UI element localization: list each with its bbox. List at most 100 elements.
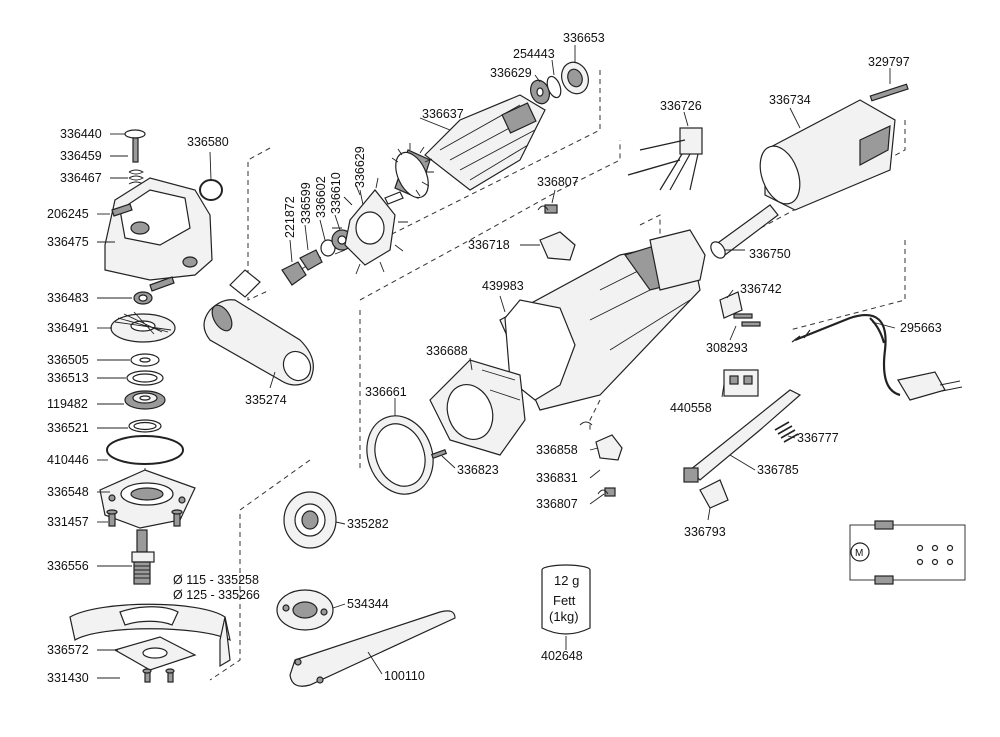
armature bbox=[384, 94, 546, 205]
pinion-gear bbox=[281, 249, 323, 286]
label-336823: 336823 bbox=[457, 463, 499, 477]
label-534344: 534344 bbox=[347, 597, 389, 611]
washer-pinion bbox=[320, 239, 336, 257]
brush-holder-bottom bbox=[579, 421, 623, 497]
grease-label: 12 g Fett (1kg) bbox=[549, 573, 579, 624]
label-336602: 336602 bbox=[314, 176, 328, 218]
bearing-flange bbox=[99, 469, 196, 529]
label-guard-115: Ø 115 - 335258 bbox=[173, 573, 259, 587]
grease-name: Fett bbox=[553, 593, 576, 608]
cable-clamp bbox=[719, 291, 761, 327]
washer-part bbox=[130, 353, 160, 367]
capacitor-module bbox=[627, 127, 703, 191]
label-336440: 336440 bbox=[60, 127, 102, 141]
circlip-part bbox=[126, 370, 164, 386]
label-331457: 331457 bbox=[47, 515, 89, 529]
wheel-guard bbox=[69, 603, 231, 668]
screw-motor bbox=[430, 448, 448, 460]
rear-screw bbox=[869, 83, 909, 102]
switch-rod bbox=[683, 389, 802, 483]
grease-amount: 12 g bbox=[554, 573, 579, 588]
label-336629-bearing: 336629 bbox=[490, 66, 532, 80]
label-336777: 336777 bbox=[797, 431, 839, 445]
switch-slider bbox=[699, 479, 729, 509]
bearing-ring bbox=[546, 75, 562, 99]
label-100110: 100110 bbox=[384, 669, 425, 683]
armature-bearing bbox=[529, 79, 551, 105]
label-336572: 336572 bbox=[47, 643, 89, 657]
switch-block bbox=[723, 369, 759, 397]
label-336637: 336637 bbox=[422, 107, 464, 121]
leader-lines bbox=[97, 45, 896, 679]
label-336750: 336750 bbox=[749, 247, 791, 261]
wiring-schematic: M bbox=[849, 520, 966, 585]
cable-sleeve bbox=[710, 204, 779, 259]
label-440558: 440558 bbox=[670, 401, 712, 415]
power-cord bbox=[791, 313, 963, 401]
label-331430: 331430 bbox=[47, 671, 89, 685]
label-206245: 206245 bbox=[47, 207, 89, 221]
switch-module bbox=[649, 229, 706, 291]
label-308293: 308293 bbox=[706, 341, 748, 355]
label-119482: 119482 bbox=[47, 397, 88, 411]
label-336718: 336718 bbox=[468, 238, 510, 252]
flange-screws bbox=[106, 509, 183, 527]
label-336831: 336831 bbox=[536, 471, 578, 485]
bevel-gear bbox=[110, 311, 176, 343]
label-295663: 295663 bbox=[900, 321, 942, 335]
grease-size: (1kg) bbox=[549, 609, 579, 624]
grease-container bbox=[541, 564, 591, 635]
label-336467: 336467 bbox=[60, 171, 102, 185]
label-410446: 410446 bbox=[47, 453, 89, 467]
label-336491: 336491 bbox=[47, 321, 89, 335]
clamping-nut bbox=[276, 589, 334, 631]
label-402648: 402648 bbox=[541, 649, 583, 663]
label-336505: 336505 bbox=[47, 353, 89, 367]
label-336548: 336548 bbox=[47, 485, 89, 499]
label-336742: 336742 bbox=[740, 282, 782, 296]
label-254443: 254443 bbox=[513, 47, 555, 61]
o-ring bbox=[106, 435, 184, 465]
label-336475: 336475 bbox=[47, 235, 89, 249]
label-221872: 221872 bbox=[283, 196, 297, 238]
label-336653: 336653 bbox=[563, 31, 605, 45]
fan bbox=[332, 177, 408, 275]
label-336459: 336459 bbox=[60, 149, 102, 163]
spring-part bbox=[128, 169, 144, 185]
label-336793: 336793 bbox=[684, 525, 726, 539]
label-336661: 336661 bbox=[365, 385, 407, 399]
label-336734: 336734 bbox=[769, 93, 811, 107]
part-number-labels: 336440 336459 336467 206245 336475 33658… bbox=[47, 31, 942, 685]
bearing-part bbox=[133, 291, 153, 305]
stator bbox=[429, 359, 526, 456]
retaining-ring bbox=[128, 419, 162, 433]
label-439983: 439983 bbox=[482, 279, 524, 293]
guard-screws bbox=[142, 668, 175, 683]
label-336629-fan: 336629 bbox=[353, 146, 367, 188]
spindle-lock-pin bbox=[124, 129, 146, 163]
rear-cover bbox=[759, 99, 896, 211]
spanner-wrench bbox=[289, 610, 456, 687]
label-336785: 336785 bbox=[757, 463, 799, 477]
inner-flange bbox=[283, 491, 337, 549]
brush-holder-top bbox=[537, 204, 576, 261]
label-336483: 336483 bbox=[47, 291, 89, 305]
label-336807-bottom: 336807 bbox=[536, 497, 578, 511]
label-336807-top: 336807 bbox=[537, 175, 579, 189]
o-ring-small bbox=[199, 179, 223, 201]
side-handle bbox=[203, 269, 314, 386]
label-335274: 335274 bbox=[245, 393, 287, 407]
label-336726: 336726 bbox=[660, 99, 702, 113]
label-336521: 336521 bbox=[47, 421, 89, 435]
end-ring bbox=[366, 415, 434, 495]
spindle bbox=[131, 529, 155, 585]
label-336610: 336610 bbox=[329, 172, 343, 214]
label-336858: 336858 bbox=[536, 443, 578, 457]
gear-housing bbox=[104, 177, 213, 292]
label-336556: 336556 bbox=[47, 559, 89, 573]
guard-clamp-plate bbox=[113, 636, 197, 671]
spring-switch bbox=[774, 421, 799, 443]
bearing-cap bbox=[561, 61, 589, 95]
label-335282: 335282 bbox=[347, 517, 389, 531]
